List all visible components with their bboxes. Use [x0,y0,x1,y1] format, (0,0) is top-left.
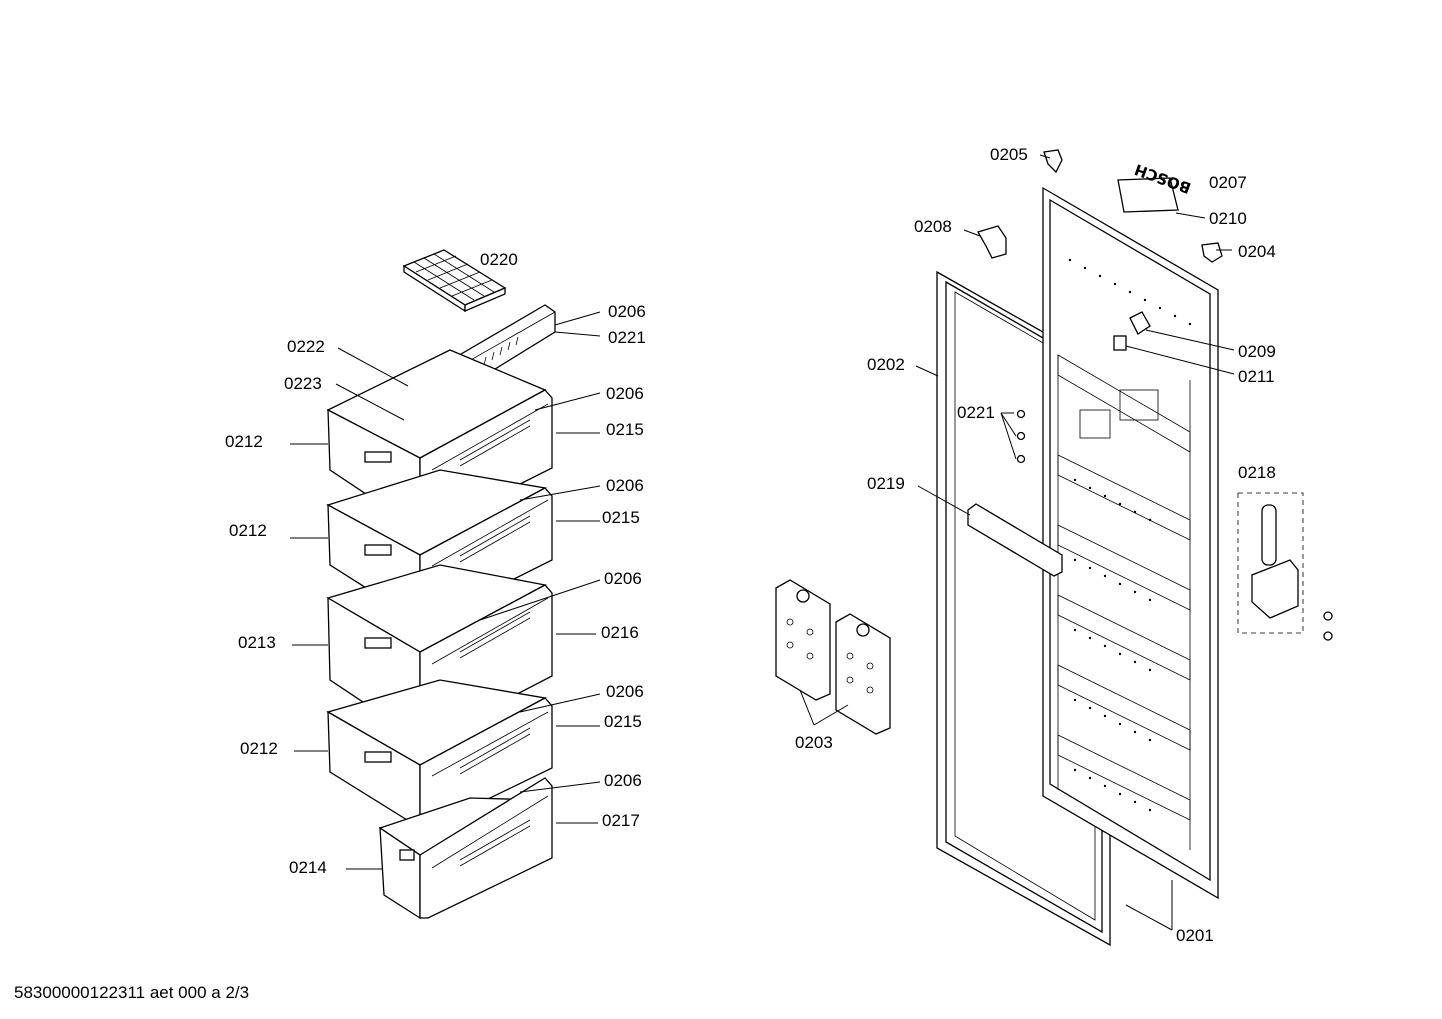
door-inner-liner [1042,186,1219,900]
callout-0205: 0205 [990,145,1028,164]
callout-0206: 0206 [606,682,644,701]
door-small-parts [977,149,1223,464]
callout-0206: 0206 [604,569,642,588]
callout-0217: 0217 [602,811,640,830]
callout-0218: 0218 [1238,463,1276,482]
ice-tray [402,249,507,313]
right-leader-lines [799,154,1235,931]
callout-0211: 0211 [1238,367,1275,386]
callout-0214: 0214 [289,858,327,877]
drawer-4 [326,679,553,830]
callout-0206: 0206 [606,384,644,403]
callout-0215: 0215 [602,508,640,527]
callout-0201: 0201 [1176,926,1214,945]
callout-0203: 0203 [795,733,833,752]
callout-0206: 0206 [608,302,646,321]
callout-0219: 0219 [867,474,905,493]
footer-document-code: 58300000122311 aet 000 a 2/3 [14,983,249,1002]
callout-0221: 0221 [957,403,995,422]
cold-packs [775,579,891,735]
callout-0222: 0222 [287,337,325,356]
callout-0212: 0212 [229,521,267,540]
callout-0220: 0220 [480,250,518,269]
callout-0202: 0202 [867,355,905,374]
left-leader-lines [290,311,601,870]
callout-0212: 0212 [225,432,263,451]
drawer-stack [326,349,553,920]
callout-0215: 0215 [606,420,644,439]
callout-0223: 0223 [284,374,322,393]
callout-0208: 0208 [914,217,952,236]
callout-0212: 0212 [240,739,278,758]
callout-0216: 0216 [601,623,639,642]
callout-0221: 0221 [608,328,646,347]
callout-0215: 0215 [604,712,642,731]
callout-0207: 0207 [1209,173,1247,192]
callout-0213: 0213 [238,633,276,652]
callout-0210: 0210 [1209,209,1247,228]
callout-0209: 0209 [1238,342,1276,361]
callout-0206: 0206 [606,476,644,495]
door-handle [967,503,1063,577]
hinge-detail-box [1237,492,1333,641]
callout-labels: 0220 0206 0221 0222 0223 0206 0212 0215 … [225,145,1276,945]
drawer-5 [378,777,553,920]
callout-0206: 0206 [604,771,642,790]
callout-0204: 0204 [1238,242,1276,261]
